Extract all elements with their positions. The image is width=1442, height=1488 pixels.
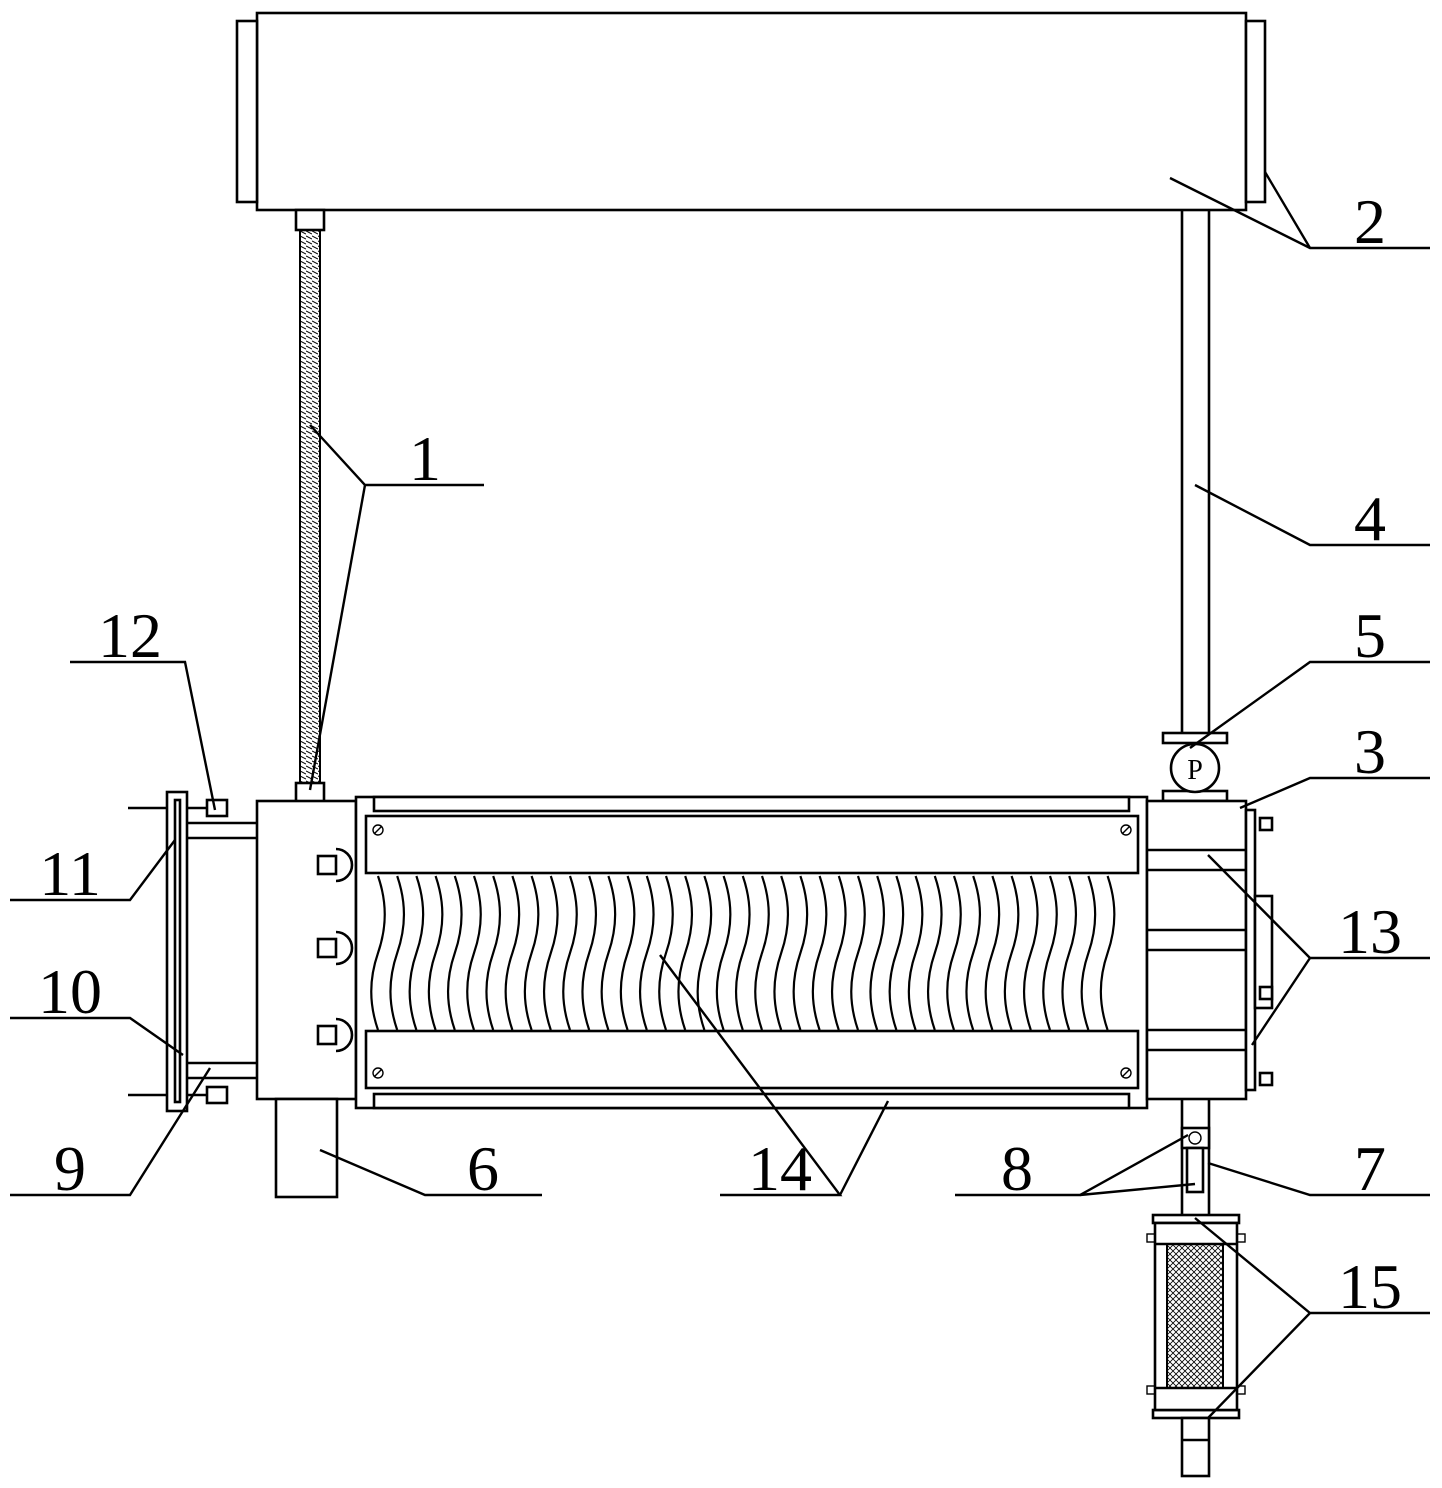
wave-line — [427, 875, 444, 1031]
wave-line — [869, 875, 885, 1031]
label-2: 2 — [1354, 186, 1386, 257]
end-plate-assembly — [128, 790, 257, 1113]
wave-line — [888, 875, 905, 1031]
label-14: 14 — [748, 1133, 812, 1204]
label-15: 15 — [1338, 1251, 1402, 1322]
wave-line — [543, 875, 559, 1031]
wave-line — [504, 875, 521, 1031]
label-9: 9 — [54, 1133, 86, 1204]
nozzle — [316, 1017, 354, 1053]
part-labels: 1 2 3 4 5 6 7 8 9 10 11 12 13 14 15 — [38, 186, 1402, 1322]
wave-line — [1061, 875, 1077, 1031]
wave-line — [447, 875, 463, 1031]
screw — [372, 1067, 384, 1079]
wave-line — [600, 875, 617, 1031]
label-12: 12 — [98, 600, 162, 671]
label-11: 11 — [39, 838, 101, 909]
wave-line — [850, 875, 866, 1031]
bolt — [1258, 1071, 1274, 1087]
nozzle — [316, 847, 354, 883]
wave-line — [984, 875, 1001, 1031]
wave-line — [523, 875, 540, 1031]
label-7: 7 — [1354, 1133, 1386, 1204]
label-4: 4 — [1354, 483, 1386, 554]
wave-line — [907, 875, 924, 1031]
right-housing — [1145, 799, 1274, 1101]
screw — [1120, 824, 1132, 836]
label-6: 6 — [467, 1133, 499, 1204]
wave-line — [408, 875, 425, 1031]
label-1: 1 — [409, 423, 441, 494]
wave-line — [1099, 875, 1116, 1031]
wave-line — [658, 875, 674, 1031]
corrugated-element — [370, 875, 1116, 1031]
label-5: 5 — [1354, 600, 1386, 671]
wave-line — [370, 875, 386, 1031]
screw — [372, 824, 384, 836]
leader-lines — [10, 171, 1430, 1419]
pump: P — [1161, 731, 1229, 803]
bolt — [205, 798, 229, 818]
wave-line — [735, 875, 751, 1031]
wave-line — [639, 875, 655, 1031]
screw — [1120, 1067, 1132, 1079]
wave-line — [389, 875, 405, 1031]
wave-line — [485, 875, 501, 1031]
wave-line — [946, 875, 962, 1031]
wave-line — [1080, 875, 1097, 1031]
bolt — [1258, 816, 1274, 832]
valve — [1180, 1126, 1211, 1194]
wave-line — [965, 875, 981, 1031]
wave-line — [831, 875, 847, 1031]
pump-symbol: P — [1187, 755, 1203, 786]
wave-line — [562, 875, 578, 1031]
main-chamber — [354, 795, 1149, 1110]
label-3: 3 — [1354, 716, 1386, 787]
wave-line — [715, 875, 732, 1031]
wave-line — [619, 875, 636, 1031]
threaded-rod — [294, 208, 326, 804]
wave-line — [1042, 875, 1058, 1031]
wave-line — [1003, 875, 1020, 1031]
return-pipe — [1180, 210, 1211, 733]
label-13: 13 — [1338, 896, 1402, 967]
label-8: 8 — [1001, 1133, 1033, 1204]
wave-line — [754, 875, 770, 1031]
wave-line — [927, 875, 943, 1031]
nozzle — [316, 930, 354, 966]
wave-line — [677, 875, 693, 1031]
wave-line — [792, 875, 809, 1031]
left-housing — [255, 799, 358, 1199]
wave-line — [466, 875, 482, 1031]
bolt — [205, 1085, 229, 1105]
upper-tank — [235, 11, 1267, 212]
bolt — [1258, 985, 1274, 1001]
filter-cartridge — [1146, 1213, 1246, 1478]
wave-line — [811, 875, 828, 1031]
wave-line — [773, 875, 789, 1031]
outlet-pipe — [1180, 1099, 1211, 1215]
wave-line — [581, 875, 597, 1031]
label-10: 10 — [38, 956, 102, 1027]
wave-line — [1023, 875, 1039, 1031]
